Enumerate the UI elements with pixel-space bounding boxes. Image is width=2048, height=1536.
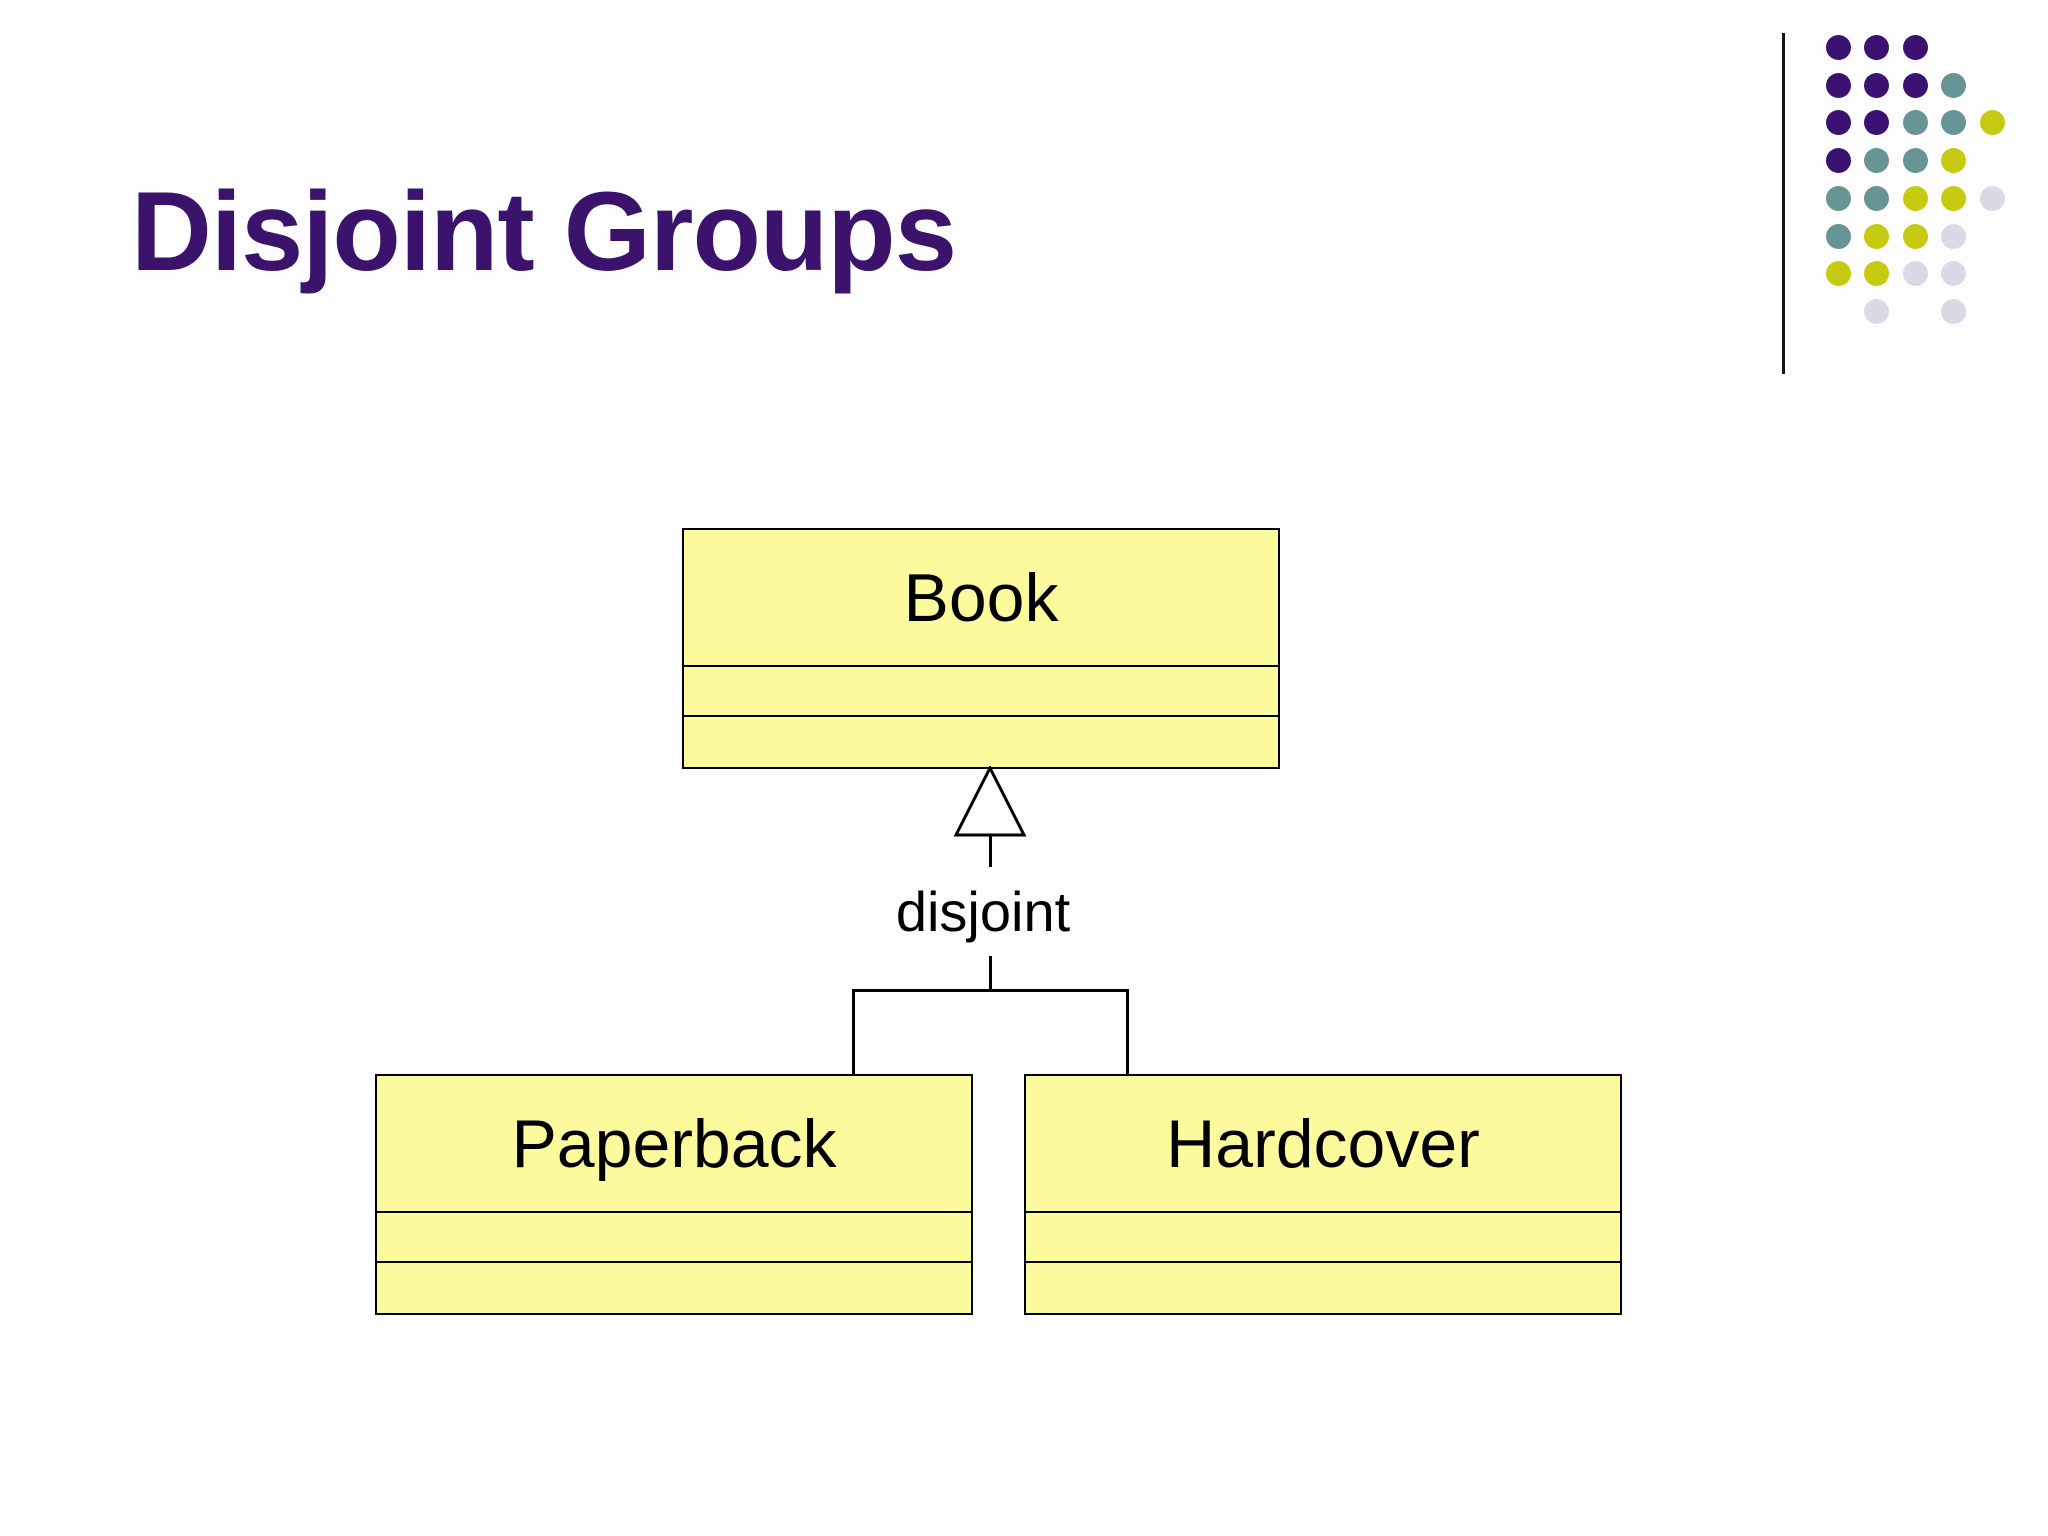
purple-dot [1864,35,1890,60]
hardcover-class-name: Hardcover [1166,1105,1480,1182]
purple-dot [1902,35,1928,60]
purple-dot [1864,72,1890,98]
purple-dot [1902,72,1928,98]
paperback-attributes-compartment [377,1213,971,1263]
book-attributes-compartment [684,667,1278,717]
lavender-dot [1979,185,2005,211]
purple-dot [1826,110,1851,136]
connector-bar-line [852,989,1129,992]
lavender-dot [1941,298,1967,324]
teal-dot [1902,148,1928,174]
paperback-operations-compartment [377,1263,971,1313]
purple-dot [1826,72,1851,98]
generalization-arrow-icon [953,766,1027,837]
lavender-dot [1941,261,1967,287]
teal-dot [1864,148,1890,174]
lavender-dot [1941,223,1967,249]
hardcover-name-compartment: Hardcover [1026,1076,1620,1213]
yellow-dot [1902,223,1928,249]
paperback-class-name: Paperback [511,1105,837,1182]
book-name-compartment: Book [684,530,1278,667]
yellow-dot [1864,223,1890,249]
decorative-vertical-rule [1782,33,1785,374]
yellow-dot [1902,185,1928,211]
class-box-hardcover: Hardcover [1024,1074,1622,1315]
book-operations-compartment [684,717,1278,767]
connector-left-drop-line [852,989,855,1076]
purple-dot [1826,35,1851,60]
hardcover-attributes-compartment [1026,1213,1620,1263]
teal-dot [1941,72,1967,98]
relationship-label: disjoint [895,880,1071,943]
teal-dot [1902,110,1928,136]
lavender-dot [1902,261,1928,287]
slide-title: Disjoint Groups [131,169,957,294]
class-box-book: Book [682,528,1280,769]
generalization-stem-line [989,836,992,867]
paperback-name-compartment: Paperback [377,1076,971,1213]
purple-dot [1864,110,1890,136]
connector-right-drop-line [1126,989,1129,1076]
teal-dot [1864,185,1890,211]
lavender-dot [1864,298,1890,324]
teal-dot [1941,110,1967,136]
teal-dot [1826,185,1851,211]
yellow-dot [1941,185,1967,211]
yellow-dot [1826,261,1851,287]
teal-dot [1826,223,1851,249]
hardcover-operations-compartment [1026,1263,1620,1313]
yellow-dot [1864,261,1890,287]
class-box-paperback: Paperback [375,1074,973,1315]
book-class-name: Book [903,559,1059,636]
purple-dot [1826,148,1851,174]
yellow-dot [1941,148,1967,174]
label-stem-line [989,956,992,991]
dot-pattern [1826,35,2026,345]
yellow-dot [1979,110,2005,136]
